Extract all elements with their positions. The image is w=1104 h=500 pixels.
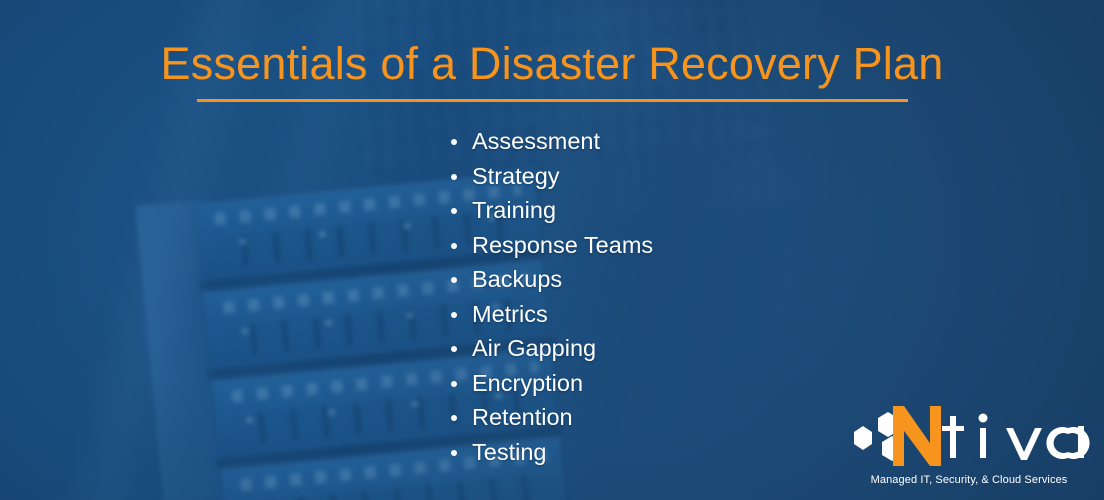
bullet-dot-icon xyxy=(451,242,457,249)
title-underline-rule xyxy=(197,99,908,102)
list-item: Metrics xyxy=(450,297,653,332)
list-item: Retention xyxy=(450,400,653,435)
list-item: Strategy xyxy=(450,159,653,194)
list-item-label: Training xyxy=(472,197,557,223)
logo-tagline: Managed IT, Security, & Cloud Services xyxy=(870,474,1068,486)
list-item-label: Assessment xyxy=(472,128,600,154)
list-item-label: Strategy xyxy=(472,162,560,189)
bullet-dot-icon xyxy=(451,208,457,214)
list-item-label: Metrics xyxy=(472,300,548,327)
list-item-label: Air Gapping xyxy=(472,335,597,361)
list-item-label: Retention xyxy=(472,404,573,430)
list-item-label: Encryption xyxy=(472,369,584,396)
list-item: Encryption xyxy=(450,366,653,401)
list-item-label: Testing xyxy=(472,438,547,465)
bullet-dot-icon xyxy=(451,139,457,145)
bullet-dot-icon xyxy=(451,311,457,318)
list-item: Backups xyxy=(450,262,653,297)
ntiva-logo-mark xyxy=(854,406,1090,466)
ntiva-logo: Managed IT, Security, & Cloud Services xyxy=(846,404,1094,494)
list-item-label: Response Teams xyxy=(472,231,654,258)
bullet-dot-icon xyxy=(451,449,457,456)
list-item: Training xyxy=(450,193,653,228)
bullet-dot-icon xyxy=(451,346,457,352)
letter-n-icon xyxy=(893,406,941,466)
page-title: Essentials of a Disaster Recovery Plan xyxy=(160,38,944,89)
wordmark-tiva xyxy=(942,413,1090,460)
hexagon-left-icon xyxy=(854,426,872,450)
list-item: Testing xyxy=(450,435,653,470)
essentials-list: Assessment Strategy Training Response Te… xyxy=(450,124,653,469)
bullet-dot-icon xyxy=(451,277,457,283)
list-item: Assessment xyxy=(450,124,653,159)
bullet-dot-icon xyxy=(451,415,457,421)
list-item: Response Teams xyxy=(450,228,653,263)
list-item: Air Gapping xyxy=(450,331,653,366)
list-item-label: Backups xyxy=(472,266,563,292)
bullet-dot-icon xyxy=(451,380,457,387)
bullet-dot-icon xyxy=(451,173,457,180)
